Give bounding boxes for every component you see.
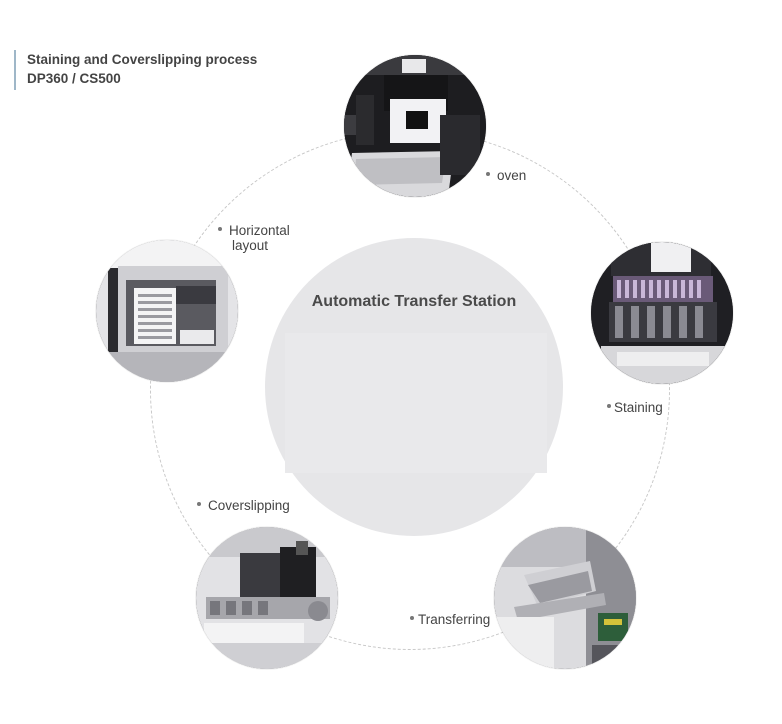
diagram-header: Staining and Coverslipping process DP360…: [14, 50, 257, 90]
header-model: DP360 / CS500: [27, 71, 121, 86]
bullet-icon: [410, 616, 414, 621]
step-label-text-line1: Horizontal: [229, 223, 290, 238]
step-label-horizontal-layout: Horizontal layout: [218, 223, 290, 253]
step-label-text: Coverslipping: [208, 498, 290, 513]
center-hub-title: Automatic Transfer Station: [311, 293, 517, 310]
step-label-oven: oven: [486, 168, 526, 183]
staining-rack-photo: [591, 242, 733, 384]
step-label-coverslipping: Coverslipping: [197, 498, 290, 513]
step-label-transferring: Transferring: [410, 612, 490, 627]
bullet-icon: [486, 172, 490, 177]
bullet-icon: [197, 502, 201, 507]
step-label-text-line2: layout: [232, 238, 269, 253]
coverslipper-photo: [196, 527, 338, 669]
step-label-staining: Staining: [607, 400, 663, 415]
step-label-text: oven: [497, 168, 527, 183]
header-title: Staining and Coverslipping process: [27, 52, 258, 67]
oven-photo: [344, 55, 486, 197]
horizontal-slide-rack-photo: [96, 240, 238, 382]
transfer-tray-photo: [494, 527, 636, 669]
step-label-text: Staining: [614, 400, 663, 415]
step-label-text: Transferring: [418, 612, 491, 627]
bullet-icon: [218, 227, 222, 232]
center-hub-panel: [285, 333, 547, 473]
bullet-icon: [607, 404, 611, 409]
